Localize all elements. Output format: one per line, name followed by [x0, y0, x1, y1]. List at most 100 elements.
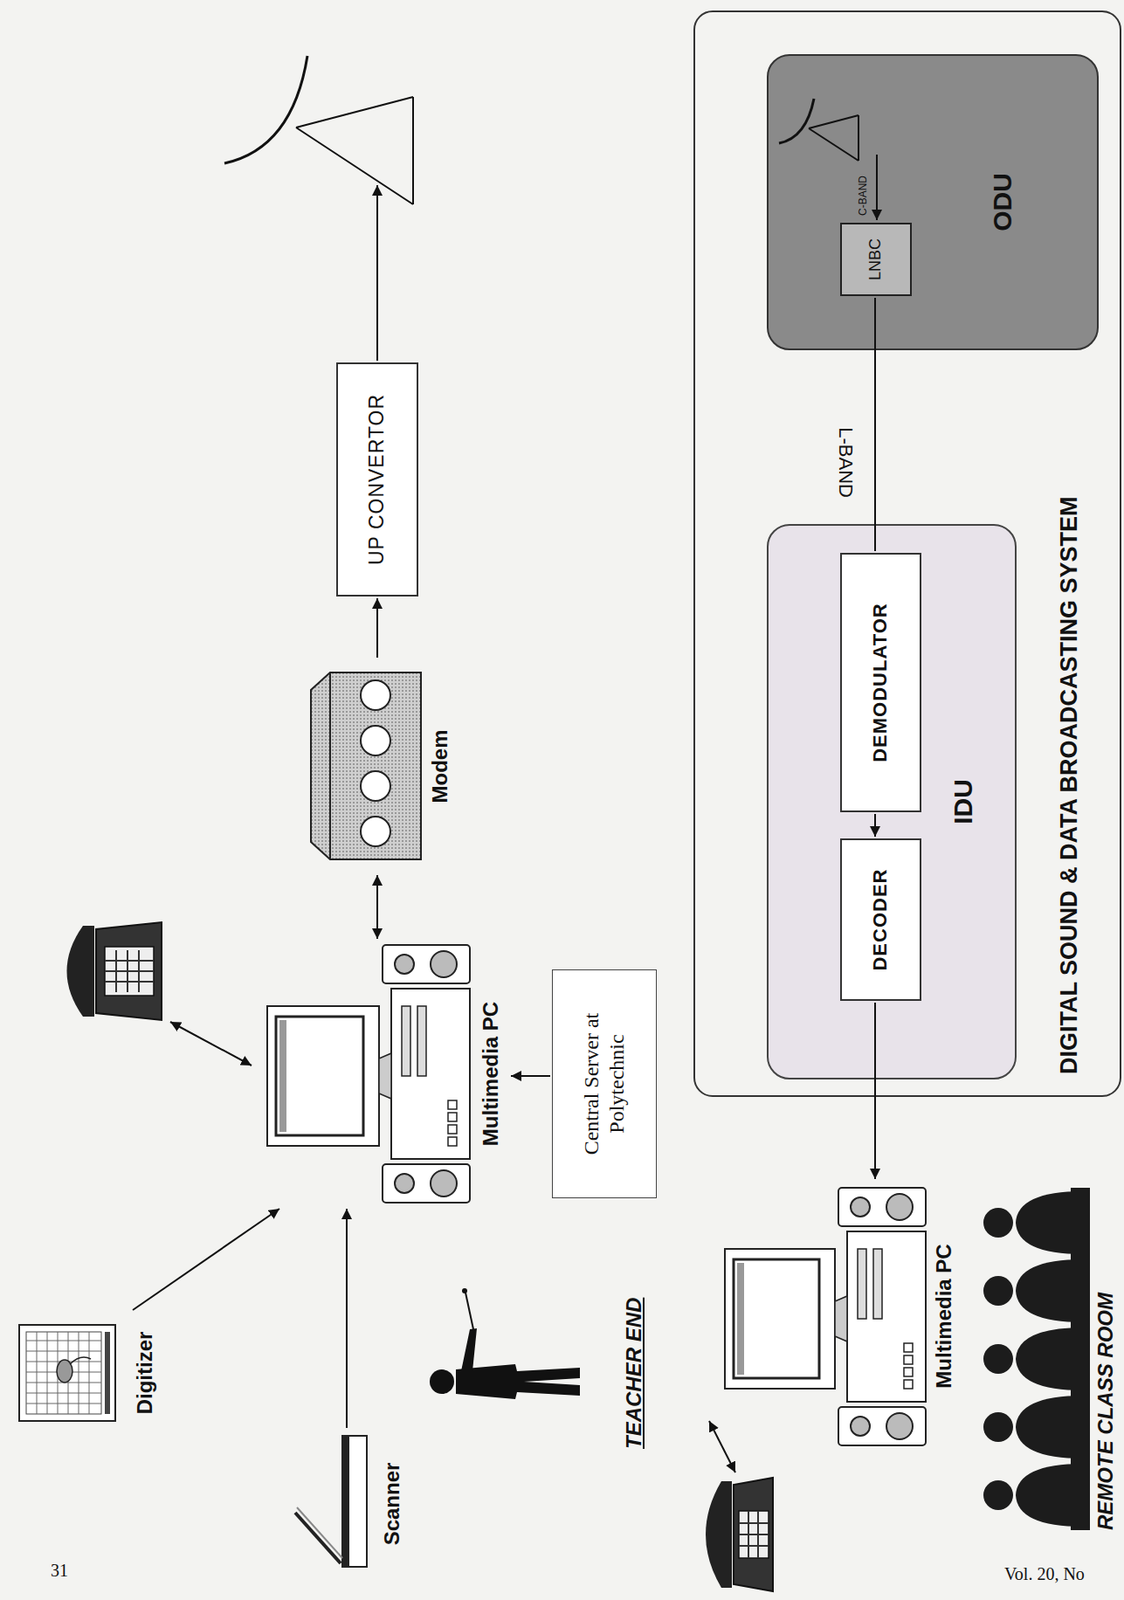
feed-arrow	[875, 154, 878, 221]
digitizer-icon	[19, 1324, 116, 1421]
computer: Multimedia PC	[260, 940, 510, 1207]
receive-dish	[779, 98, 814, 144]
teacher-figure	[462, 1288, 468, 1294]
computer-icon	[448, 1137, 457, 1146]
computer-icon	[903, 1343, 913, 1352]
digitizer-icon	[26, 1331, 102, 1414]
computer-icon	[267, 944, 470, 1203]
computer-icon	[430, 951, 457, 978]
receive-dish	[779, 98, 859, 161]
unit-group: IDU DEMODULATOR DECODER	[766, 524, 1017, 1080]
node-text: LNBC	[866, 238, 886, 281]
modem-icon	[360, 816, 391, 847]
connector	[376, 875, 379, 939]
node-text: DECODER	[868, 868, 892, 972]
node-text: Modem	[427, 730, 454, 804]
connector	[132, 1208, 280, 1311]
computer-icon	[448, 1112, 457, 1122]
telephone-link	[709, 1420, 736, 1473]
modem-icon	[310, 672, 421, 860]
computer-icon	[857, 1248, 867, 1319]
node-text: DEMODULATOR	[868, 602, 892, 763]
computer-icon	[850, 1197, 870, 1217]
system-boundary: DIGITAL SOUND & DATA BROADCASTING SYSTEM…	[693, 10, 1122, 1097]
scanner-icon	[295, 1512, 341, 1564]
computer-icon	[886, 1413, 913, 1440]
telephone-icon	[96, 922, 162, 1021]
receive-dish	[808, 115, 859, 161]
unit-group: ODULNBCC-BAND	[766, 54, 1099, 351]
area-label-holder: TEACHER END	[621, 1297, 648, 1449]
computer-icon	[903, 1379, 913, 1389]
classroom-students	[1015, 1327, 1083, 1391]
process-box: DEMODULATOR	[840, 552, 922, 813]
connector	[376, 598, 379, 658]
modem-icon	[329, 672, 331, 860]
classroom-students	[983, 1207, 1014, 1238]
scanner-icon	[342, 1435, 367, 1567]
classroom-students	[983, 1412, 1014, 1442]
classroom-students	[1015, 1463, 1083, 1527]
telephone-icon	[705, 1477, 773, 1592]
process-box: DECODER	[840, 838, 922, 1001]
scanner-icon	[295, 1435, 367, 1567]
computer-icon	[391, 988, 470, 1159]
computer-icon	[903, 1367, 913, 1377]
computer-icon	[886, 1193, 913, 1221]
signal-label: L-BAND	[834, 427, 857, 498]
telephone-icon	[733, 1477, 773, 1592]
journal-footer: Vol. 20, No	[1004, 1563, 1085, 1585]
classroom-students	[983, 1344, 1014, 1374]
server-box: Central Server at Polytechnic	[551, 969, 657, 1199]
computer-icon	[838, 1187, 926, 1227]
node-text: Digitizer	[132, 1331, 159, 1415]
computer-icon	[401, 1006, 411, 1076]
node-text: Scanner	[379, 1462, 406, 1546]
page-number-holder: 31	[50, 1559, 69, 1581]
computer-icon	[873, 1248, 883, 1319]
area-label: TEACHER END	[621, 1297, 648, 1449]
computer-icon	[430, 1170, 457, 1197]
node-text: DIGITAL SOUND & DATA BROADCASTING SYSTEM	[1055, 496, 1083, 1076]
node-text: Central Server at Polytechnic	[579, 986, 630, 1183]
classroom-students	[983, 1480, 1014, 1511]
node-text: IDU	[947, 525, 980, 1078]
scanner-icon	[296, 1507, 343, 1559]
connector	[874, 813, 876, 837]
connector	[874, 297, 876, 552]
journal-footer-holder: Vol. 20, No	[1004, 1563, 1085, 1585]
computer-icon	[379, 1053, 392, 1099]
classroom-students	[1015, 1259, 1083, 1323]
node-text: Multimedia PC	[478, 1001, 504, 1146]
teacher-figure	[465, 1292, 474, 1330]
input-device: Digitizer	[13, 1311, 164, 1435]
teacher-figure	[455, 1364, 580, 1400]
computer-icon	[382, 944, 470, 984]
computer-icon	[838, 1406, 926, 1446]
classroom-students	[983, 1275, 1014, 1306]
process-box: UP CONVERTOR	[336, 362, 419, 597]
connector	[874, 1002, 876, 1180]
telephone-icon	[738, 1510, 769, 1559]
modem-icon	[360, 725, 391, 756]
computer-icon	[279, 1020, 287, 1132]
digitizer-icon	[56, 1359, 73, 1383]
teacher-figure	[461, 1328, 477, 1372]
computer-icon	[382, 1164, 470, 1203]
digitizer-icon	[19, 1324, 116, 1421]
computer-icon	[448, 1100, 457, 1110]
computer-icon	[724, 1187, 926, 1446]
scanner-icon	[342, 1435, 350, 1567]
computer-icon	[724, 1248, 835, 1389]
computer-icon	[733, 1259, 820, 1379]
modem-icon	[360, 771, 391, 801]
classroom-students	[1070, 1187, 1090, 1531]
modem: Modem	[298, 659, 459, 874]
computer-icon	[394, 1173, 414, 1193]
computer-icon	[417, 1006, 427, 1076]
telephone-icon	[705, 1481, 732, 1588]
edge-label-holder: L-BAND	[834, 427, 857, 498]
telephone-icon	[104, 950, 154, 993]
